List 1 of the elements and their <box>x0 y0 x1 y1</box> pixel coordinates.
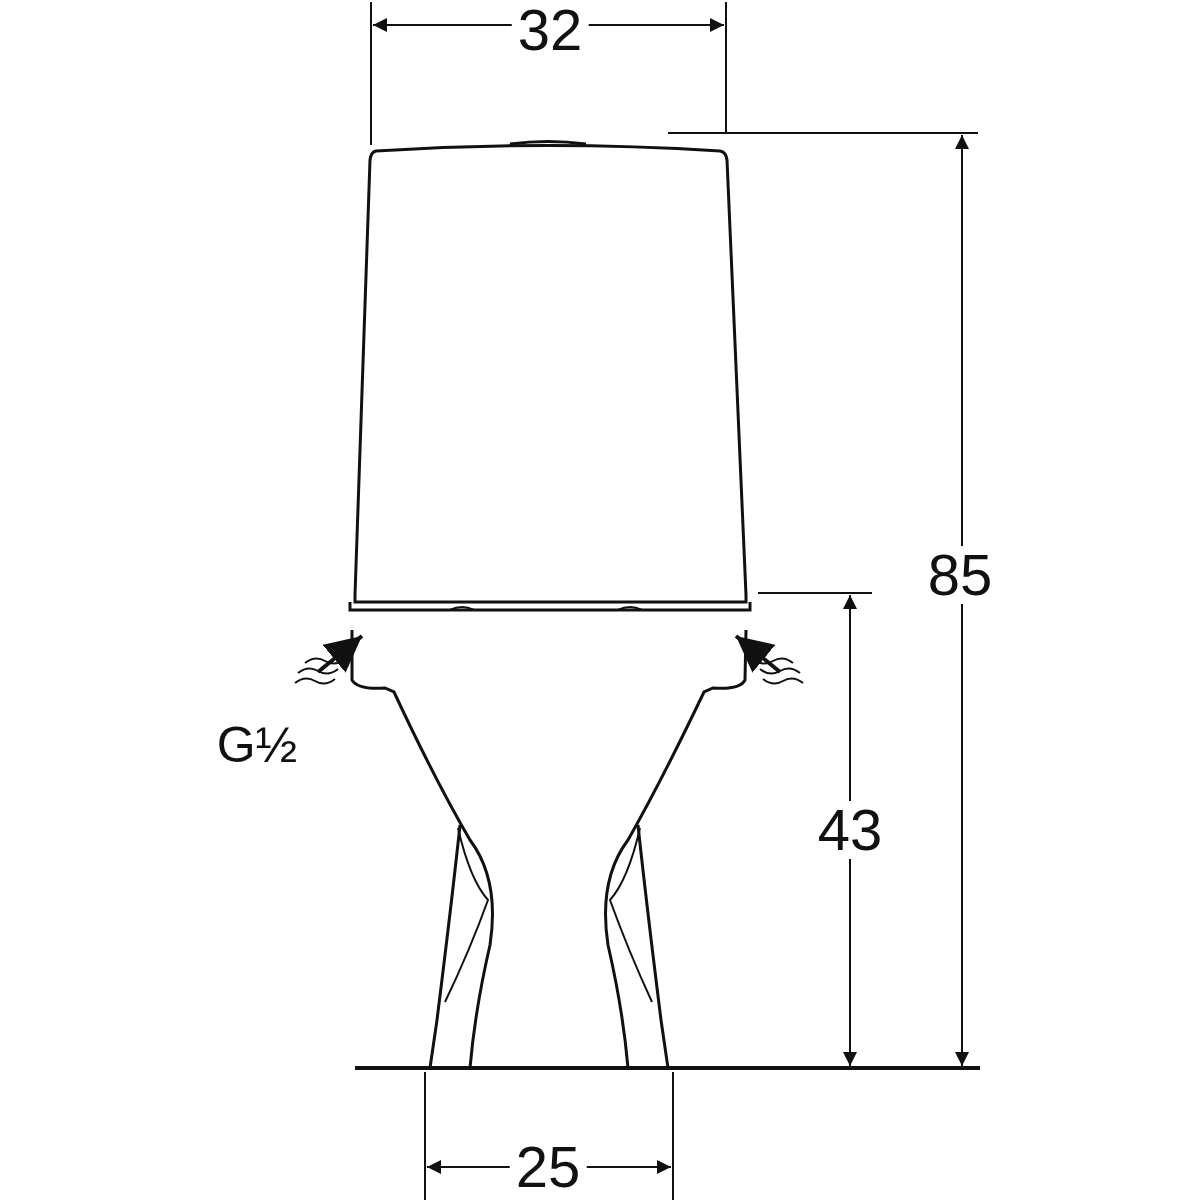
thread-size-label: G½ <box>215 720 299 770</box>
